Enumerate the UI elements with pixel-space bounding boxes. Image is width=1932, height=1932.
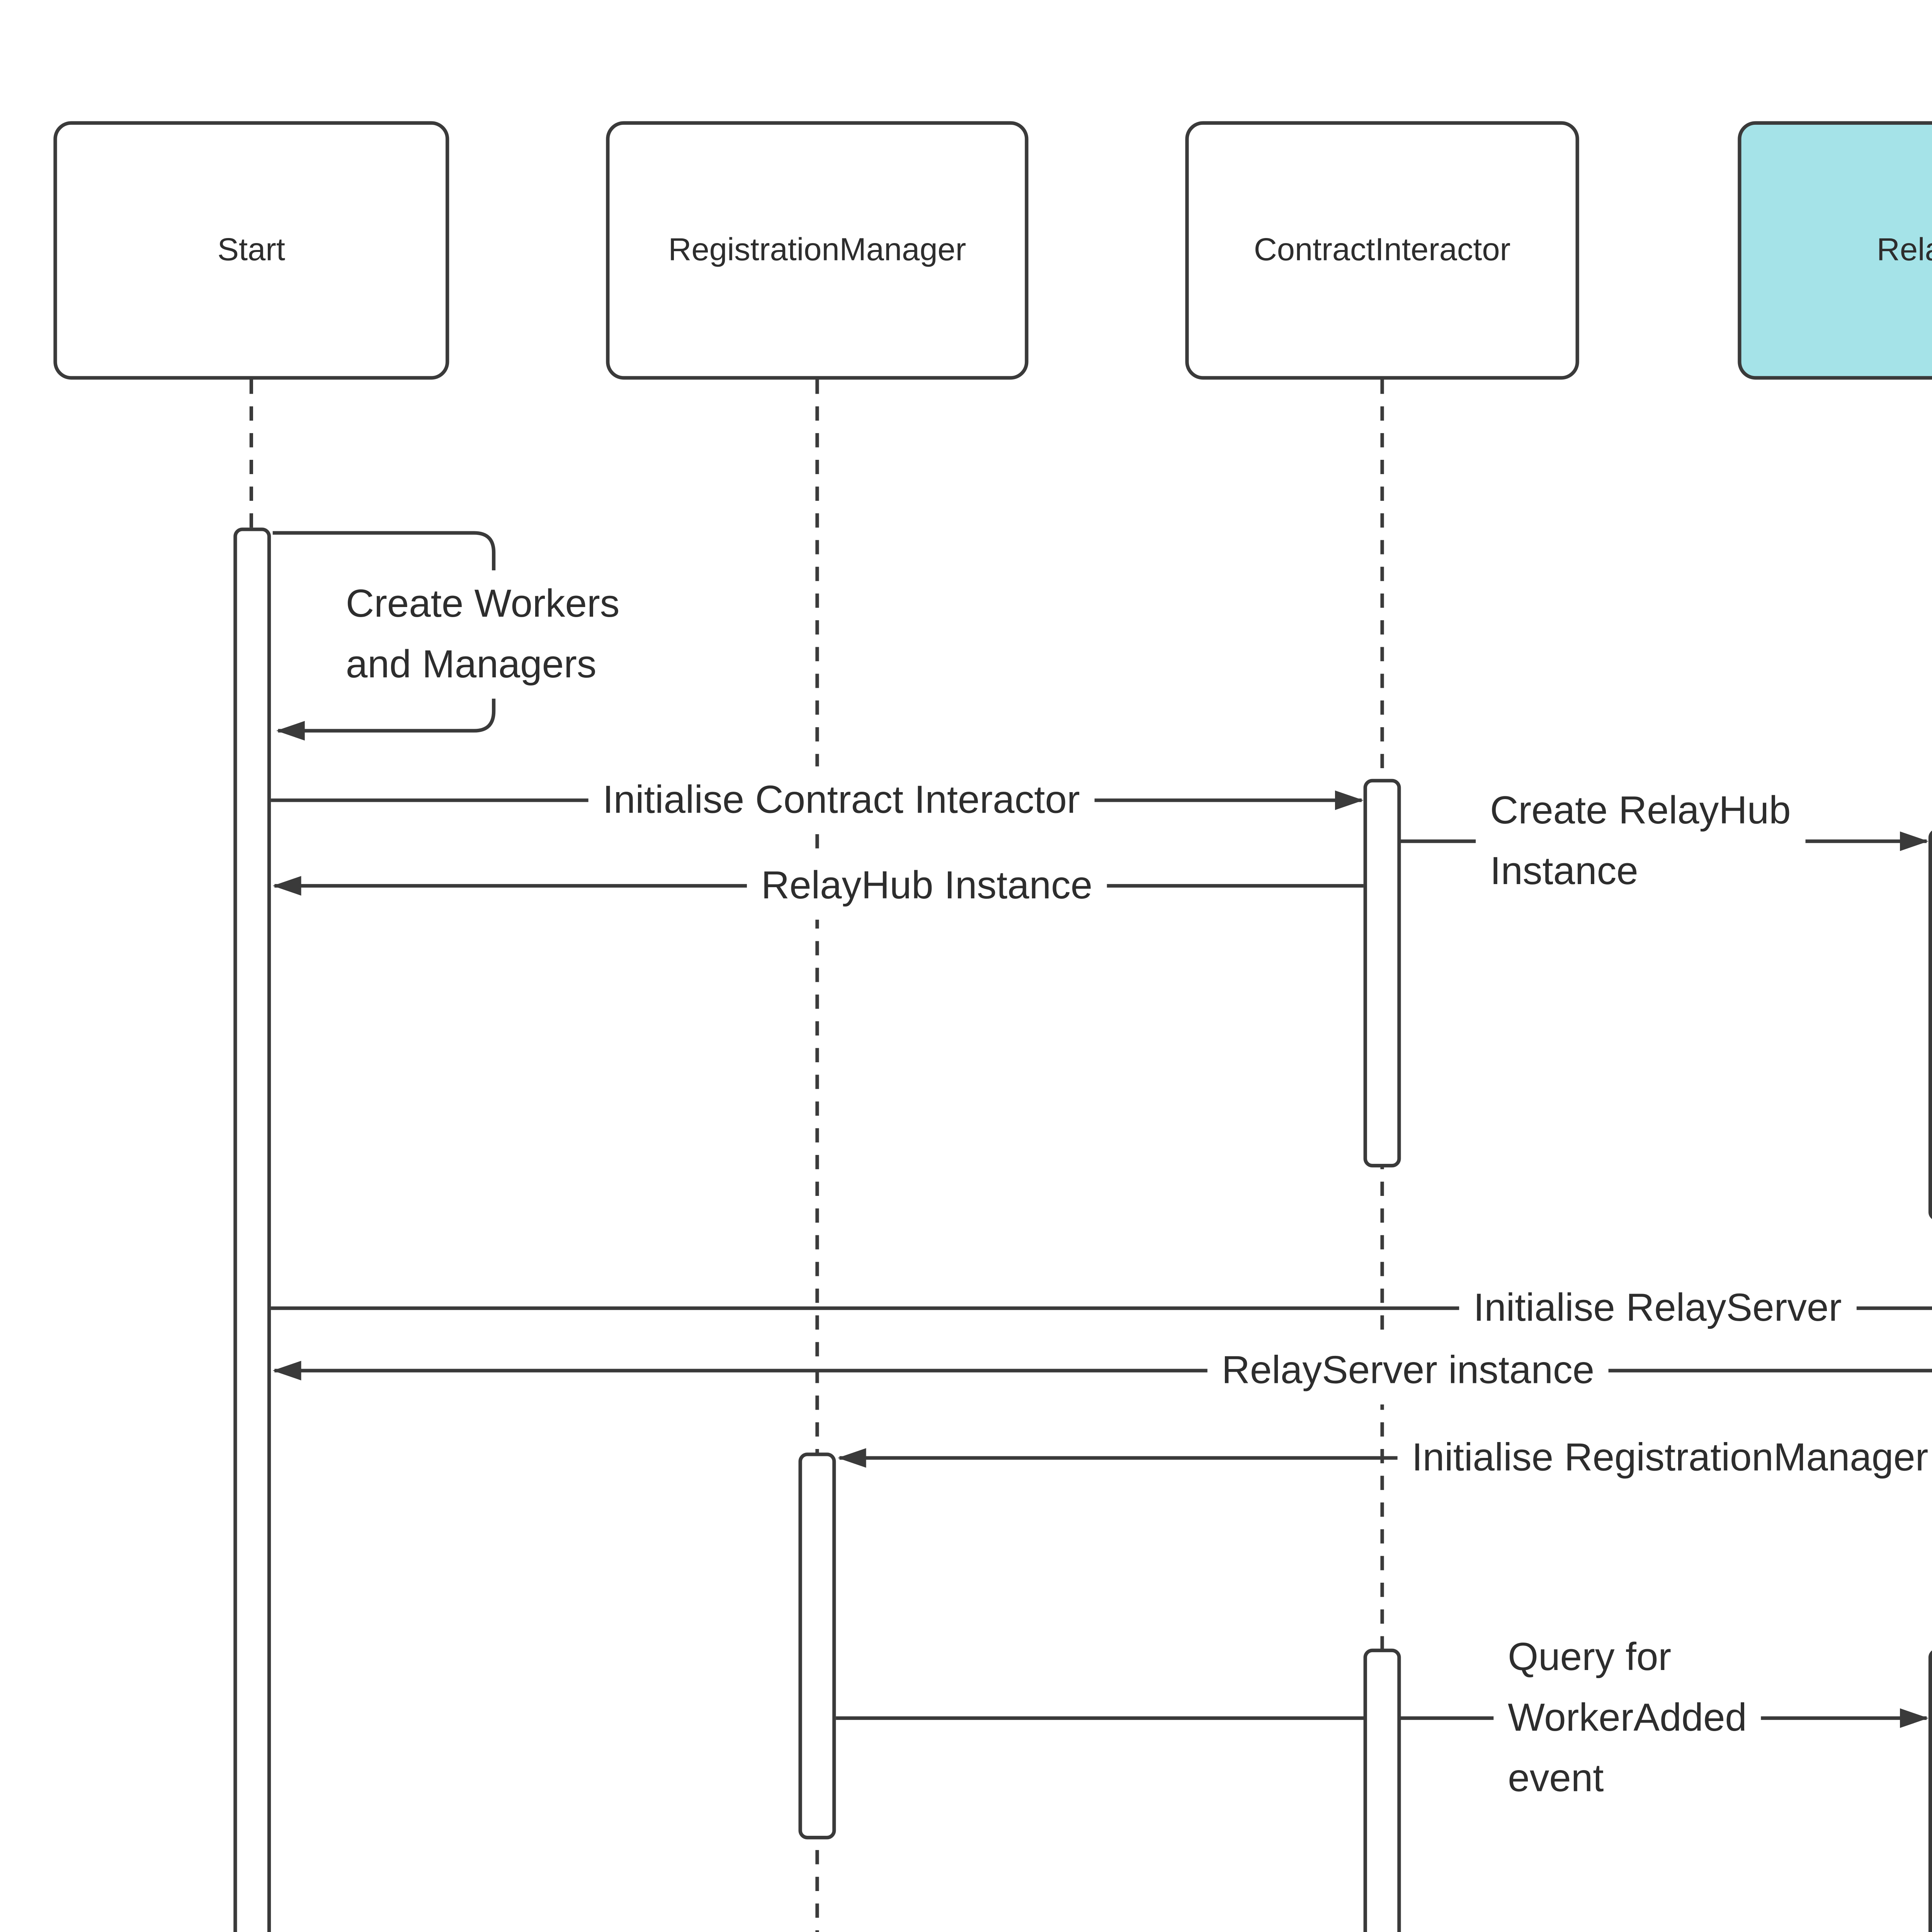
message-label-init-registration-manager: Initialise RegistrationManager bbox=[1397, 1424, 1932, 1492]
participant-registration-manager-label: RegistrationManager bbox=[668, 231, 966, 267]
message-label-create-relayhub-instance: Create RelayHub Instance bbox=[1476, 777, 1805, 906]
participant-relayhub: RelayHub bbox=[1738, 121, 1932, 380]
message-label-create-workers: Create Workers and Managers bbox=[331, 570, 634, 699]
activation-bar-registration-manager bbox=[798, 1452, 836, 1840]
activation-bar-relayhub-2 bbox=[1928, 1648, 1932, 1932]
participant-relayhub-label: RelayHub bbox=[1876, 231, 1932, 267]
participant-start: Start bbox=[53, 121, 449, 380]
message-label-relayhub-instance: RelayHub Instance bbox=[747, 852, 1107, 920]
activation-bar-contract-interactor-2 bbox=[1363, 1648, 1401, 1932]
activation-bar-start bbox=[232, 527, 270, 1932]
participant-contract-interactor-label: ContractInteractor bbox=[1253, 231, 1511, 267]
message-label-init-contract-interactor: Initialise Contract Interactor bbox=[588, 766, 1094, 834]
message-label-init-relayserver: Initialise RelayServer bbox=[1459, 1274, 1856, 1342]
participant-start-label: Start bbox=[217, 231, 286, 267]
participant-registration-manager: RegistrationManager bbox=[606, 121, 1029, 380]
message-label-relayserver-instance: RelayServer instance bbox=[1207, 1337, 1609, 1405]
message-label-query-workeradded: Query for WorkerAdded event bbox=[1493, 1624, 1761, 1813]
participant-contract-interactor: ContractInteractor bbox=[1185, 121, 1579, 380]
activation-bar-relayhub-1 bbox=[1928, 828, 1932, 1221]
activation-bar-contract-interactor-1 bbox=[1363, 779, 1401, 1168]
